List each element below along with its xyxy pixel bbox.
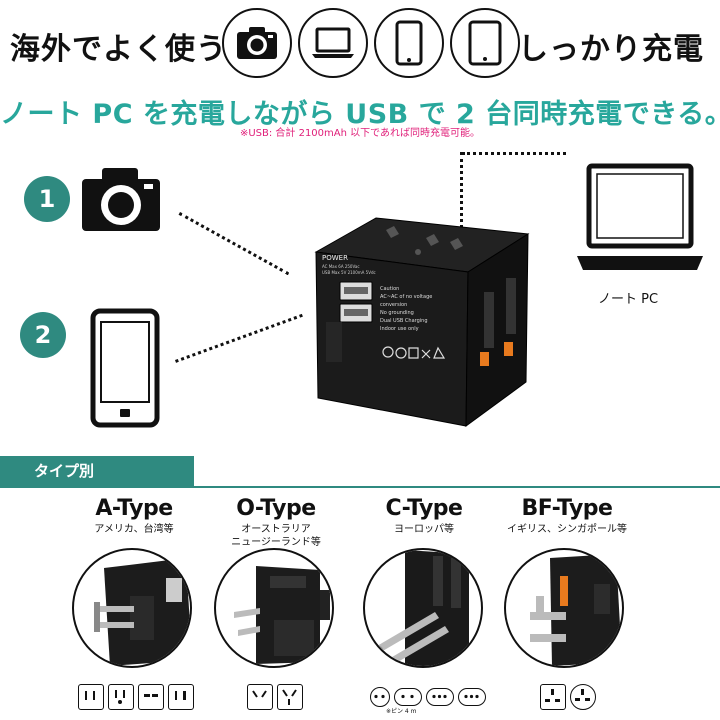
header-right-text: しっかり充電	[518, 32, 704, 67]
connector-camera	[178, 212, 290, 276]
socket-o-1-icon	[247, 684, 273, 710]
type-a-socket-icons	[78, 684, 194, 710]
type-a-plug-image	[72, 548, 192, 668]
type-c-title: C-Type	[385, 496, 463, 521]
phone-icon-circle	[374, 8, 444, 78]
travel-adapter-image: POWER AC Max 6A 250Vac USB Max 5V 2100mA…	[314, 217, 530, 427]
type-o-title: O-Type	[236, 496, 316, 521]
adapter-caution-1: AC~AC of no voltage	[380, 294, 432, 300]
adapter-caution-2: conversion	[380, 302, 407, 308]
badge-1: 1	[24, 176, 70, 222]
socket-c-2-icon	[394, 688, 422, 706]
laptop-icon	[312, 27, 354, 58]
laptop-large-icon	[577, 163, 703, 270]
laptop-icon-circle	[298, 8, 368, 78]
connector-pc-horizontal	[462, 152, 566, 155]
pin-note: ※ピン 4 m	[386, 708, 417, 715]
type-c-socket-icons	[370, 684, 486, 707]
socket-bf-2-icon	[570, 684, 596, 710]
header-row: 海外でよく使う しっかり充電	[0, 0, 720, 88]
type-a-sub: アメリカ、台湾等	[94, 524, 174, 535]
header-left-text: 海外でよく使う	[10, 32, 227, 67]
adapter-spec-2: USB Max 5V 2100mA 5Vdc	[322, 270, 376, 275]
camera-large-icon	[82, 168, 160, 231]
adapter-spec-1: AC Max 6A 250Vac	[322, 264, 360, 269]
type-o-plug-image	[214, 548, 334, 668]
banner-rule	[0, 486, 720, 488]
socket-c-1-icon	[370, 687, 390, 707]
socket-a-3-icon	[138, 684, 164, 710]
socket-bf-1-icon	[540, 684, 566, 710]
adapter-caution-3: No grounding	[380, 310, 414, 316]
type-bf-heading: BF-Type イギリス、シンガポール等	[482, 496, 652, 536]
type-bf-sub: イギリス、シンガポール等	[507, 524, 627, 535]
socket-a-2-icon	[108, 684, 134, 710]
adapter-caution-0: Caution	[380, 286, 399, 292]
phone-icon	[395, 20, 423, 66]
type-o-heading: O-Type オーストラリア ニュージーランド等	[191, 496, 361, 549]
badge-2: 2	[20, 312, 66, 358]
type-o-sub-2: ニュージーランド等	[231, 537, 321, 548]
type-banner: タイプ別	[0, 456, 194, 486]
type-a-heading: A-Type アメリカ、台湾等	[49, 496, 219, 536]
type-o-socket-icons	[247, 684, 303, 710]
type-c-plug-image	[363, 548, 483, 668]
type-c-sub: ヨーロッパ等	[394, 524, 454, 535]
socket-a-1-icon	[78, 684, 104, 710]
tablet-icon	[468, 20, 502, 66]
smartphone-large-icon	[90, 308, 160, 428]
type-a-title: A-Type	[95, 496, 173, 521]
socket-o-2-icon	[277, 684, 303, 710]
socket-a-4-icon	[168, 684, 194, 710]
connector-phone	[175, 313, 303, 363]
connector-pc-vertical	[460, 152, 463, 270]
socket-c-4-icon	[458, 688, 486, 706]
type-bf-socket-icons	[540, 684, 596, 710]
adapter-caution-5: Indoor use only	[380, 326, 419, 332]
socket-c-3-icon	[426, 688, 454, 706]
usb-note: ※USB: 合計 2100mAh 以下であれば同時充電可能。	[239, 128, 481, 139]
type-bf-plug-image	[504, 548, 624, 668]
adapter-caution-4: Dual USB Charging	[380, 318, 428, 324]
headline: ノート PC を充電しながら USB で 2 台同時充電できる。	[0, 99, 720, 130]
camera-icon-circle	[222, 8, 292, 78]
pc-caption: ノート PC	[598, 292, 659, 307]
type-bf-title: BF-Type	[521, 496, 613, 521]
adapter-power-label: POWER	[322, 254, 348, 262]
type-o-sub-1: オーストラリア	[241, 524, 311, 535]
camera-icon	[237, 27, 277, 59]
tablet-icon-circle	[450, 8, 520, 78]
type-c-heading: C-Type ヨーロッパ等	[339, 496, 509, 536]
